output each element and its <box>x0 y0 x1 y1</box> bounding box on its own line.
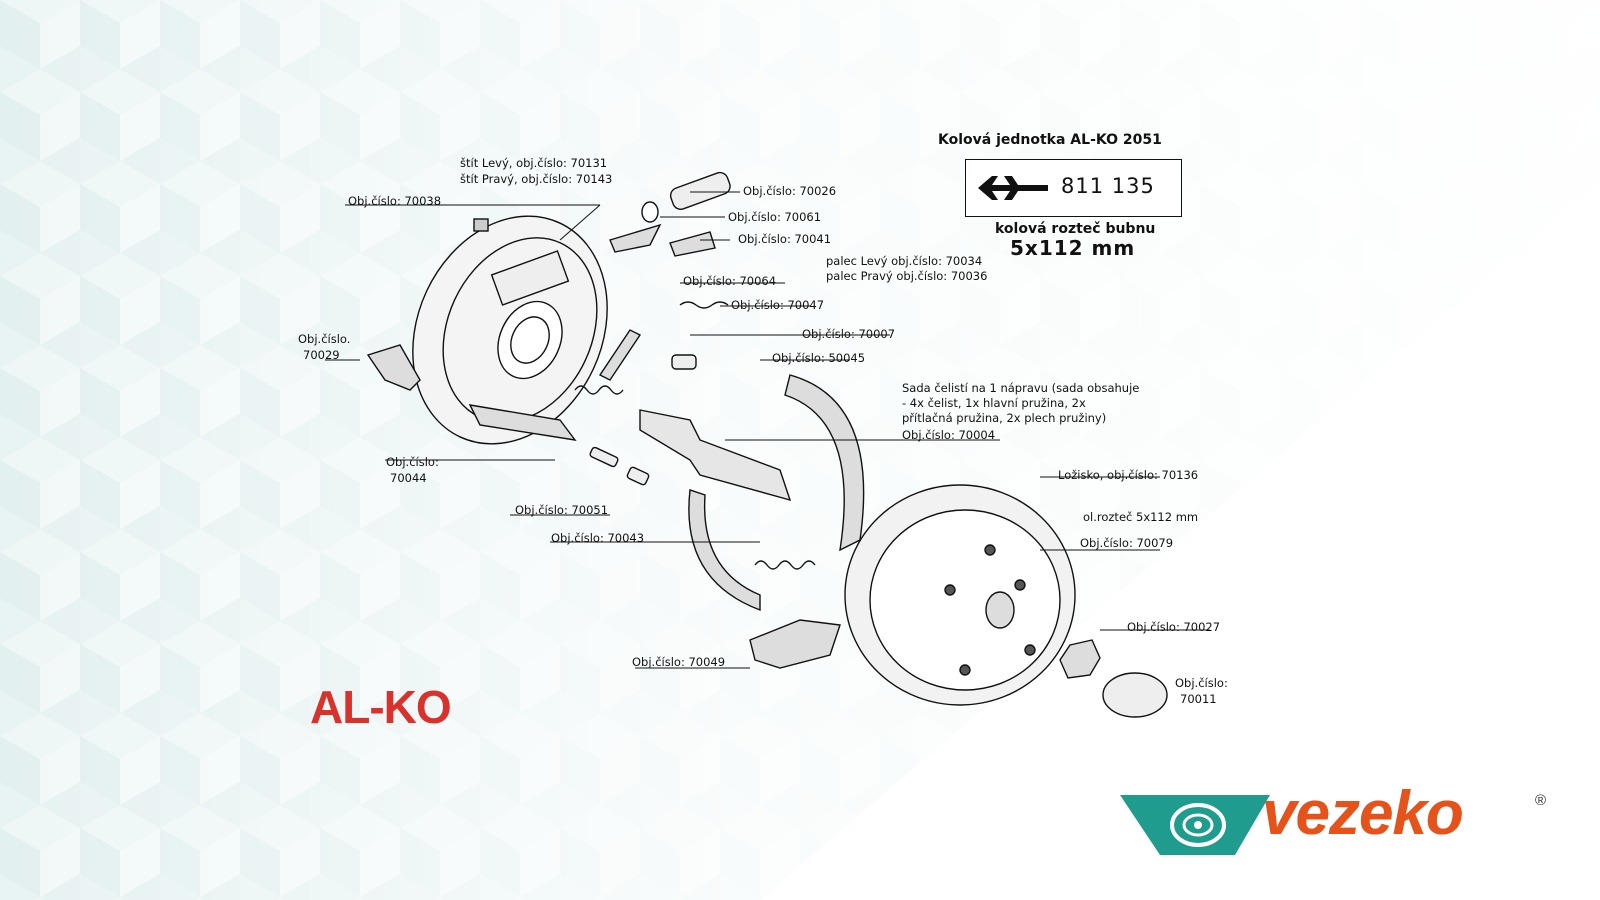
label-70029-a: Obj.číslo. <box>298 332 351 346</box>
label-70026: Obj.číslo: 70026 <box>743 184 837 198</box>
part-number: 811 135 <box>1061 174 1155 198</box>
label-50045: Obj.číslo: 50045 <box>772 351 866 365</box>
registered-mark: ® <box>1535 792 1547 809</box>
label-70038: Obj.číslo: 70038 <box>348 194 442 208</box>
wheel-cylinder <box>669 171 731 210</box>
label-70011-a: Obj.číslo: <box>1175 676 1228 690</box>
label-shoe-set-2: - 4x čelist, 1x hlavní pružina, 2x <box>902 396 1086 410</box>
label-thumb-left: palec Levý obj.číslo: 70034 <box>826 254 983 268</box>
label-shoe-set-3: přítlačná pružina, 2x plech pružiny) <box>902 411 1107 425</box>
label-70029-b: 70029 <box>303 348 340 362</box>
axle-symbol-icon <box>978 176 1048 200</box>
label-70041: Obj.číslo: 70041 <box>738 232 832 246</box>
unit-title: Kolová jednotka AL-KO 2051 <box>938 132 1162 148</box>
label-70047: Obj.číslo: 70047 <box>731 298 825 312</box>
label-70049: Obj.číslo: 70049 <box>632 655 726 669</box>
vezeko-emblem-icon <box>1120 795 1270 855</box>
label-bearing: Ložisko, obj.číslo: 70136 <box>1058 468 1199 482</box>
label-70079: Obj.číslo: 70079 <box>1080 536 1174 550</box>
label-70004: Obj.číslo: 70004 <box>902 428 996 442</box>
label-70011-b: 70011 <box>1180 692 1217 706</box>
label-70043: Obj.číslo: 70043 <box>551 531 645 545</box>
pitch-value: 5x112 mm <box>1010 236 1136 260</box>
part-number-box: 811 135 <box>965 159 1182 217</box>
label-70061: Obj.číslo: 70061 <box>728 210 822 224</box>
label-shield-right: štít Pravý, obj.číslo: 70143 <box>460 172 613 186</box>
label-shield-left: štít Levý, obj.číslo: 70131 <box>460 156 608 170</box>
label-70051: Obj.číslo: 70051 <box>515 503 609 517</box>
label-70007: Obj.číslo: 70007 <box>802 327 896 341</box>
vezeko-logo: vezeko <box>1262 779 1464 848</box>
pitch-label: kolová rozteč bubnu <box>995 221 1156 237</box>
label-70027: Obj.číslo: 70027 <box>1127 620 1221 634</box>
label-70044-b: 70044 <box>390 471 427 485</box>
label-70064: Obj.číslo: 70064 <box>683 274 777 288</box>
alko-logo: AL-KO <box>310 681 452 733</box>
label-70044-a: Obj.číslo: <box>386 455 439 469</box>
label-thumb-right: palec Pravý obj.číslo: 70036 <box>826 269 988 283</box>
label-pitch: ol.rozteč 5x112 mm <box>1083 510 1199 524</box>
label-shoe-set-1: Sada čelistí na 1 nápravu (sada obsahuje <box>902 381 1140 395</box>
